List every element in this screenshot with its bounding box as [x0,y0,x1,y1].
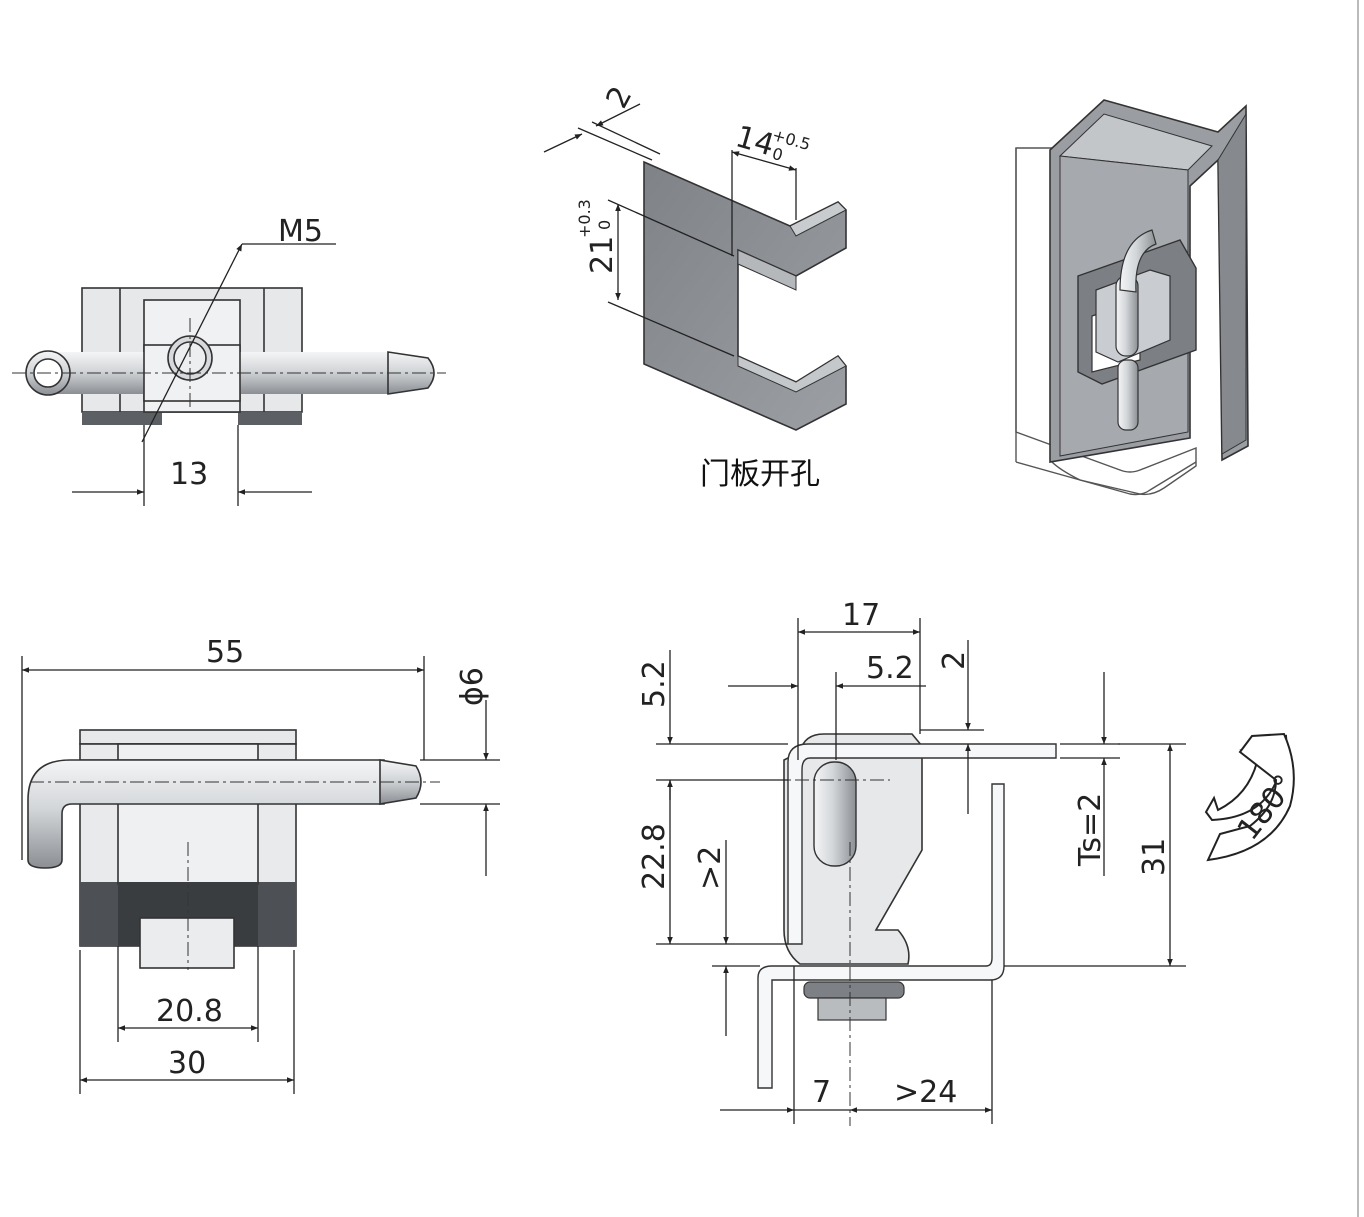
installed-3d-view [1015,99,1249,496]
dim-ts2: Ts=2 [1073,793,1108,867]
tol-21-lower: 0 [595,220,614,230]
dim-phi6: ϕ6 [455,667,490,706]
dim-gt24: >24 [894,1075,957,1110]
dim-30: 30 [168,1046,206,1081]
dim-17: 17 [842,598,880,633]
hinge-knuckle [139,917,235,969]
dim-20-8: 20.8 [156,994,223,1029]
panel-cutout-view: 2 14 +0.5 0 21 +0.3 0 门板开孔 [543,81,847,492]
dim-5-2-horizontal: 5.2 [866,651,914,686]
rotation-arrow-icon [1206,732,1295,862]
nut [817,997,887,1021]
pin-tip [387,351,435,395]
front-view: 55 ϕ6 20.8 30 [21,635,500,1094]
dim-21: 21 [585,236,620,274]
tol-14-lower: 0 [770,144,785,165]
top-view: M5 13 [12,214,446,506]
dim-13: 13 [170,457,208,492]
dim-gt2: >2 [693,846,728,890]
pin-section [813,761,857,867]
tol-21-upper: +0.3 [575,199,594,238]
door-panel [643,160,847,431]
dim-5-2-vertical: 5.2 [637,660,672,708]
dim-55: 55 [206,635,244,670]
dim-2-vertical: 2 [937,651,972,670]
dim-7: 7 [812,1075,831,1110]
panel-cutout-caption: 门板开孔 [700,457,820,492]
frame-sheet [757,783,1005,1089]
dim-2-top: 2 [600,81,640,114]
dim-22-8: 22.8 [637,823,672,890]
hinge-pin-front [27,759,385,869]
section-view: 17 5.2 2 5.2 22.8 >2 Ts=2 3 [637,598,1303,1126]
dim-31: 31 [1137,838,1172,876]
door-sheet [787,743,1057,945]
dim-m5: M5 [278,214,323,249]
base-strip-left [82,412,162,425]
base-strip-right [238,412,302,425]
